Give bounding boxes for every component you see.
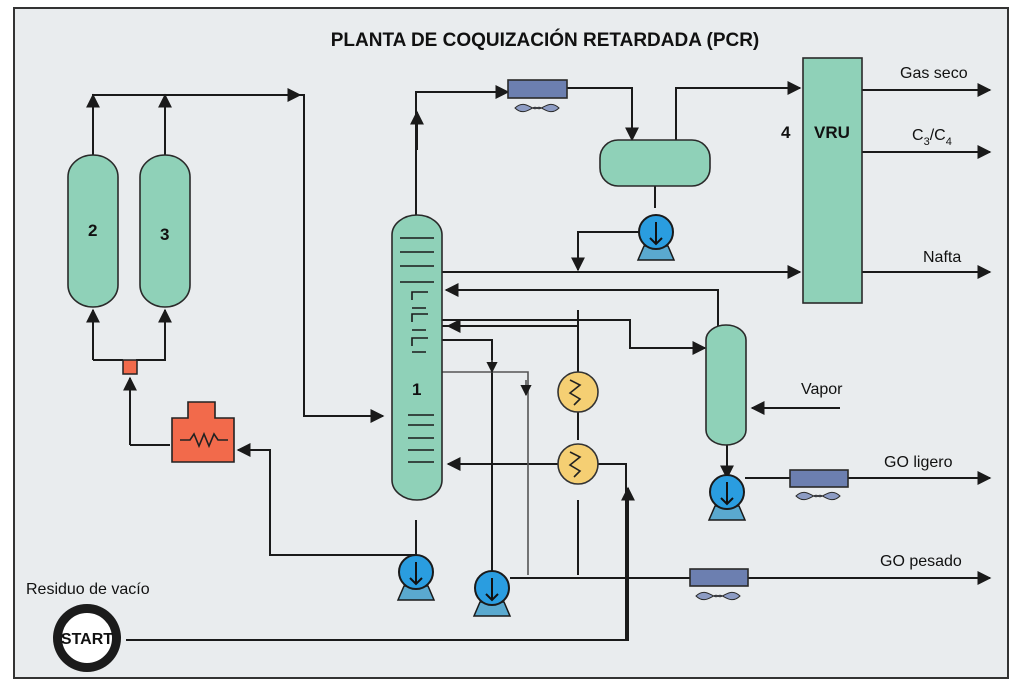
furnace	[171, 401, 235, 463]
lgo-pump[interactable]	[707, 474, 747, 521]
label-go-pesado: GO pesado	[880, 553, 962, 570]
hgo-pump[interactable]	[472, 570, 512, 617]
vru-label: VRU	[814, 123, 850, 142]
coke-drum-a	[67, 154, 119, 308]
column-to-stripper-line	[440, 319, 707, 355]
fractionator-column	[391, 214, 443, 501]
fractionator-number: 1	[412, 380, 421, 399]
feed-up-arrow	[610, 486, 635, 641]
drum-b-number: 3	[160, 225, 169, 244]
start-label: START	[61, 631, 113, 648]
c3c4-sub2: 4	[946, 136, 952, 148]
side-stripper	[705, 324, 747, 446]
c3c4-sep: /C	[930, 127, 946, 144]
fractionator-overhead-line	[415, 85, 510, 228]
start-button[interactable]: START	[53, 604, 121, 672]
bottoms-pump[interactable]	[396, 554, 436, 601]
column-trays	[400, 237, 434, 463]
drum-a-number: 2	[88, 221, 97, 240]
label-gas-seco: Gas seco	[900, 65, 968, 82]
hgo-cooler-fan-icon	[695, 591, 741, 601]
reflux-accumulator	[599, 139, 711, 187]
stripper-return-line	[444, 283, 719, 330]
c3c4-sub1: 3	[924, 136, 930, 148]
hgo-draw-line	[440, 339, 493, 585]
overhead-condenser	[507, 79, 568, 99]
lgo-cooler	[789, 469, 849, 488]
condenser-to-drum-line	[567, 87, 639, 142]
hgo-cooler	[689, 568, 749, 587]
label-feed: Residuo de vacío	[26, 581, 150, 598]
switch-valve	[122, 359, 138, 375]
furnace-coil-icon	[180, 431, 228, 449]
reflux-line	[571, 231, 640, 272]
lgo-cooler-fan-icon	[795, 491, 841, 501]
condenser-fan-icon	[514, 103, 560, 113]
heat-exchanger-lower	[557, 443, 599, 485]
vru-number: 4	[781, 123, 791, 142]
vru-unit	[802, 57, 863, 304]
coke-drum-b	[139, 154, 191, 308]
label-c3c4: C3/C4	[912, 127, 952, 148]
reflux-pump[interactable]	[636, 214, 676, 261]
label-nafta: Nafta	[923, 249, 961, 266]
pumparound-return-upper	[446, 319, 579, 380]
drum-b-feed-line	[136, 308, 172, 361]
bottoms-to-furnace-line	[236, 443, 417, 556]
wash-line	[440, 371, 529, 575]
c3c4-main: C	[912, 127, 924, 144]
overhead-drum-line	[92, 94, 385, 423]
label-go-ligero: GO ligero	[884, 454, 953, 471]
heat-exchanger-upper	[557, 371, 599, 413]
label-vapor: Vapor	[801, 381, 843, 398]
diagram-title: PLANTA DE COQUIZACIÓN RETARDADA (PCR)	[331, 29, 760, 51]
drum-vapor-to-vru-line	[675, 81, 802, 147]
